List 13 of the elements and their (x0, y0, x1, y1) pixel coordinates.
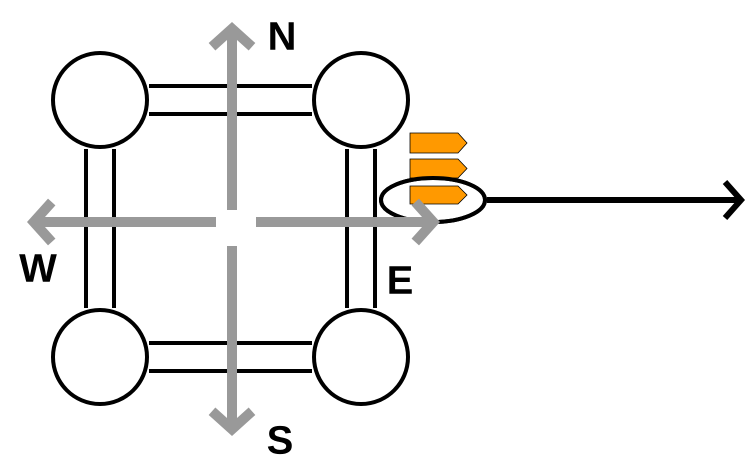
direction-label: S (268, 426, 292, 454)
ball-joint (51, 308, 149, 406)
ball-joint (312, 51, 410, 149)
bar-link (149, 341, 312, 373)
ball-joint (51, 51, 149, 149)
bar-link (345, 149, 377, 308)
direction-label: E (389, 266, 412, 294)
arrow (487, 180, 746, 220)
direction-label: W (19, 254, 57, 282)
ball-joint (312, 308, 410, 406)
bar-link (149, 84, 312, 116)
direction-label: N (270, 22, 294, 50)
bar-link (84, 149, 116, 308)
